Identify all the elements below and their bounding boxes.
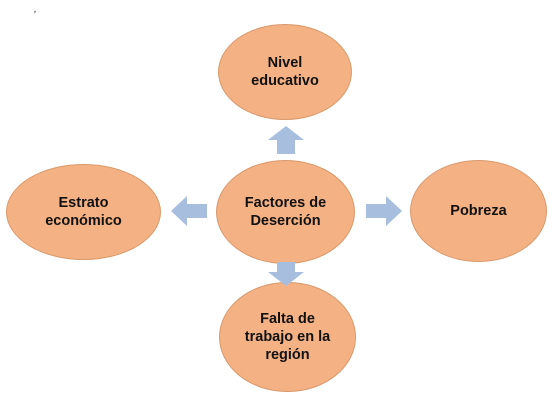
corner-mark: ,: [34, 4, 37, 15]
node-estrato-economico: Estrato económico: [6, 164, 161, 260]
node-label-line: educativo: [251, 73, 319, 89]
node-label-line: Estrato: [58, 195, 109, 211]
node-label-line: región: [265, 347, 310, 363]
node-factores-de-desercion: Factores de Deserción: [216, 160, 355, 264]
node-label-line: Deserción: [250, 213, 321, 229]
node-nivel-educativo: Nivel educativo: [218, 24, 352, 120]
node-pobreza: Pobreza: [410, 160, 547, 262]
arrow-right-icon: [366, 196, 402, 226]
node-label-line: Pobreza: [450, 203, 507, 219]
node-label-line: Falta de: [260, 311, 315, 327]
arrow-left-icon: [171, 196, 207, 226]
node-label-line: Nivel: [267, 55, 303, 71]
node-falta-de-trabajo: Falta de trabajo en la región: [219, 282, 356, 392]
arrow-up-icon: [268, 126, 304, 154]
node-label-line: Factores de: [244, 195, 327, 211]
node-label-line: trabajo en la: [244, 329, 331, 345]
arrow-down-icon: [268, 262, 304, 286]
node-label-line: económico: [45, 213, 122, 229]
